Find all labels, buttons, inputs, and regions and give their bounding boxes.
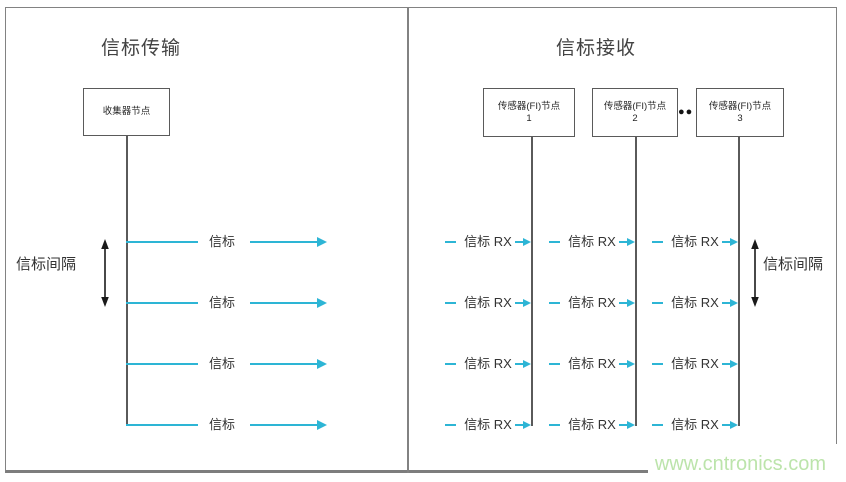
rx-label: 信标 RX	[464, 295, 512, 310]
rx-arrowhead-icon	[627, 237, 635, 246]
rx-dash	[445, 363, 456, 365]
rx-arrowhead-icon	[730, 298, 738, 307]
interval-double-arrow-icon	[101, 239, 109, 307]
rx-dash	[652, 424, 663, 426]
rx-label: 信标 RX	[568, 295, 616, 310]
panel-divider	[407, 7, 409, 473]
beacon-label: 信标	[208, 417, 235, 432]
rx-line	[515, 241, 524, 243]
rx-dash	[652, 302, 663, 304]
interval-label-right: 信标间隔	[763, 256, 824, 273]
rx-dash	[549, 424, 560, 426]
rx-label: 信标 RX	[671, 234, 719, 249]
sensor-node-box-3: 传感器(FI)节点 3	[696, 88, 784, 137]
rx-label: 信标 RX	[464, 234, 512, 249]
collector-node-box: 收集器节点	[83, 88, 170, 136]
beacon-line	[126, 302, 198, 304]
sensor-timeline-1	[531, 137, 533, 426]
rx-dash	[652, 363, 663, 365]
beacon-arrowhead-icon	[317, 298, 327, 308]
rx-arrowhead-icon	[627, 359, 635, 368]
rx-arrowhead-icon	[627, 420, 635, 429]
beacon-line	[250, 363, 318, 365]
rx-label: 信标 RX	[464, 417, 512, 432]
beacon-line	[250, 424, 318, 426]
rx-line	[515, 302, 524, 304]
sensor-node-number: 1	[526, 112, 532, 124]
sensor-node-number: 3	[737, 112, 743, 124]
beacon-label: 信标	[208, 295, 235, 310]
sensor-node-box-1: 传感器(FI)节点 1	[483, 88, 575, 137]
rx-line	[722, 241, 731, 243]
rx-arrowhead-icon	[523, 237, 531, 246]
rx-arrowhead-icon	[523, 420, 531, 429]
beacon-line	[126, 241, 198, 243]
sensor-timeline-2	[635, 137, 637, 426]
rx-arrowhead-icon	[730, 237, 738, 246]
rx-line	[722, 363, 731, 365]
rx-label: 信标 RX	[464, 356, 512, 371]
sensor-timeline-3	[738, 137, 740, 426]
rx-dash	[549, 241, 560, 243]
rx-arrowhead-icon	[523, 298, 531, 307]
rx-line	[515, 363, 524, 365]
rx-line	[722, 424, 731, 426]
rx-arrowhead-icon	[730, 420, 738, 429]
rx-dash	[445, 241, 456, 243]
beacon-label: 信标	[208, 356, 235, 371]
watermark: www.cntronics.com	[654, 453, 826, 475]
rx-label: 信标 RX	[568, 356, 616, 371]
beacon-line	[250, 241, 318, 243]
rx-arrowhead-icon	[627, 298, 635, 307]
beacon-line	[250, 302, 318, 304]
left-panel-title: 信标传输	[101, 38, 182, 59]
collector-timeline	[126, 136, 128, 426]
rx-dash	[445, 424, 456, 426]
rx-label: 信标 RX	[671, 417, 719, 432]
rx-line	[619, 241, 628, 243]
sensor-node-name: 传感器(FI)节点	[497, 100, 561, 112]
rx-line	[619, 363, 628, 365]
rx-label: 信标 RX	[671, 295, 719, 310]
rx-line	[515, 424, 524, 426]
rx-line	[619, 302, 628, 304]
rx-label: 信标 RX	[568, 234, 616, 249]
ellipsis-dots: ●●	[678, 106, 694, 118]
interval-double-arrow-icon	[751, 239, 759, 307]
sensor-node-box-2: 传感器(FI)节点 2	[592, 88, 678, 137]
rx-dash	[549, 363, 560, 365]
beacon-line	[126, 424, 198, 426]
sensor-node-name: 传感器(FI)节点	[603, 100, 667, 112]
beacon-arrowhead-icon	[317, 359, 327, 369]
rx-arrowhead-icon	[523, 359, 531, 368]
rx-dash	[652, 241, 663, 243]
rx-label: 信标 RX	[671, 356, 719, 371]
rx-label: 信标 RX	[568, 417, 616, 432]
beacon-arrowhead-icon	[317, 420, 327, 430]
rx-dash	[445, 302, 456, 304]
rx-arrowhead-icon	[730, 359, 738, 368]
rx-line	[619, 424, 628, 426]
beacon-line	[126, 363, 198, 365]
beacon-arrowhead-icon	[317, 237, 327, 247]
sensor-node-name: 传感器(FI)节点	[708, 100, 772, 112]
diagram-frame	[5, 7, 837, 473]
collector-node-label: 收集器节点	[102, 106, 151, 117]
watermark-background: www.cntronics.com	[648, 444, 846, 482]
interval-label-left: 信标间隔	[16, 256, 77, 273]
rx-dash	[549, 302, 560, 304]
beacon-label: 信标	[208, 234, 235, 249]
rx-line	[722, 302, 731, 304]
sensor-node-number: 2	[632, 112, 638, 124]
right-panel-title: 信标接收	[556, 38, 637, 59]
